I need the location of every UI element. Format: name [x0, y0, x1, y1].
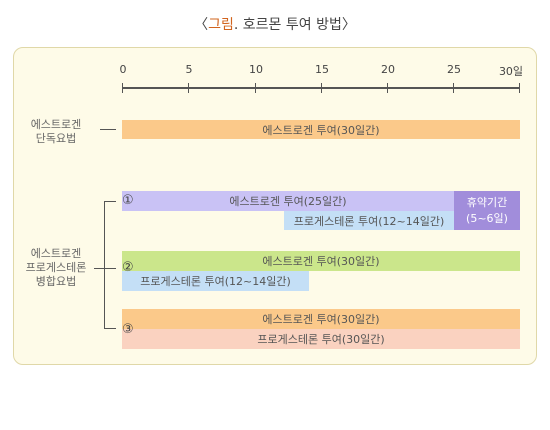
- title-prefix: 〈: [194, 17, 209, 33]
- title-accent: 그림: [208, 17, 234, 33]
- connector-line: [100, 129, 116, 130]
- bracket-line: [104, 201, 105, 329]
- axis-tick: [188, 83, 189, 93]
- group-label-line: 에스트로겐: [30, 247, 82, 260]
- axis-tick: [321, 83, 322, 93]
- regimen-marker-1: ①: [122, 193, 134, 208]
- axis-tick: [453, 83, 454, 93]
- axis-tick: [255, 83, 256, 93]
- group-label-line: 단독요법: [35, 132, 77, 145]
- axis-tick: [519, 83, 520, 93]
- axis-tick-label: 5: [185, 63, 193, 76]
- figure-title: 〈그림. 호르몬 투여 방법〉: [0, 14, 550, 34]
- rest-label-line: (5~6일): [466, 211, 508, 225]
- bar-c1-estrogen: 에스트로겐 투여(25일간): [122, 191, 454, 211]
- bar-c2-progesterone: 프로게스테론 투여(12~14일간): [122, 271, 309, 291]
- bar-single-estrogen: 에스트로겐 투여(30일간): [122, 120, 520, 139]
- axis-tick-label: 0: [119, 63, 127, 76]
- regimen-marker-3: ③: [122, 322, 134, 337]
- axis-tick-label: 10: [249, 63, 263, 76]
- bar-c1-progesterone: 프로게스테론 투여(12~14일간): [284, 211, 454, 230]
- bar-c1-rest-period: 휴약기간 (5~6일): [454, 191, 520, 230]
- axis-tick: [122, 83, 123, 93]
- bar-c3-estrogen: 에스트로겐 투여(30일간): [122, 309, 520, 329]
- bar-c3-progesterone: 프로게스테론 투여(30일간): [122, 329, 520, 349]
- bracket-tick: [104, 268, 116, 269]
- axis-tick-label: 25: [447, 63, 461, 76]
- group-label-line: 에스트로겐: [30, 118, 82, 131]
- group-label-combined: 에스트로겐 프로게스테론 병합요법: [18, 247, 94, 289]
- axis-tick-label: 15: [315, 63, 329, 76]
- axis-tick: [387, 83, 388, 93]
- group-label-single: 에스트로겐 단독요법: [20, 118, 92, 146]
- axis-tick-label: 20: [381, 63, 395, 76]
- group-label-line: 병합요법: [35, 275, 77, 288]
- group-label-line: 프로게스테론: [25, 261, 87, 274]
- bar-c2-estrogen: 에스트로겐 투여(30일간): [122, 251, 520, 271]
- rest-label-line: 휴약기간: [466, 195, 508, 209]
- bracket-tick: [104, 201, 116, 202]
- axis-tick-label: 30일: [498, 65, 524, 78]
- bracket-tick: [104, 328, 116, 329]
- regimen-marker-2: ②: [122, 260, 134, 275]
- title-rest: . 호르몬 투여 방법〉: [233, 17, 356, 33]
- connector-line: [94, 268, 104, 269]
